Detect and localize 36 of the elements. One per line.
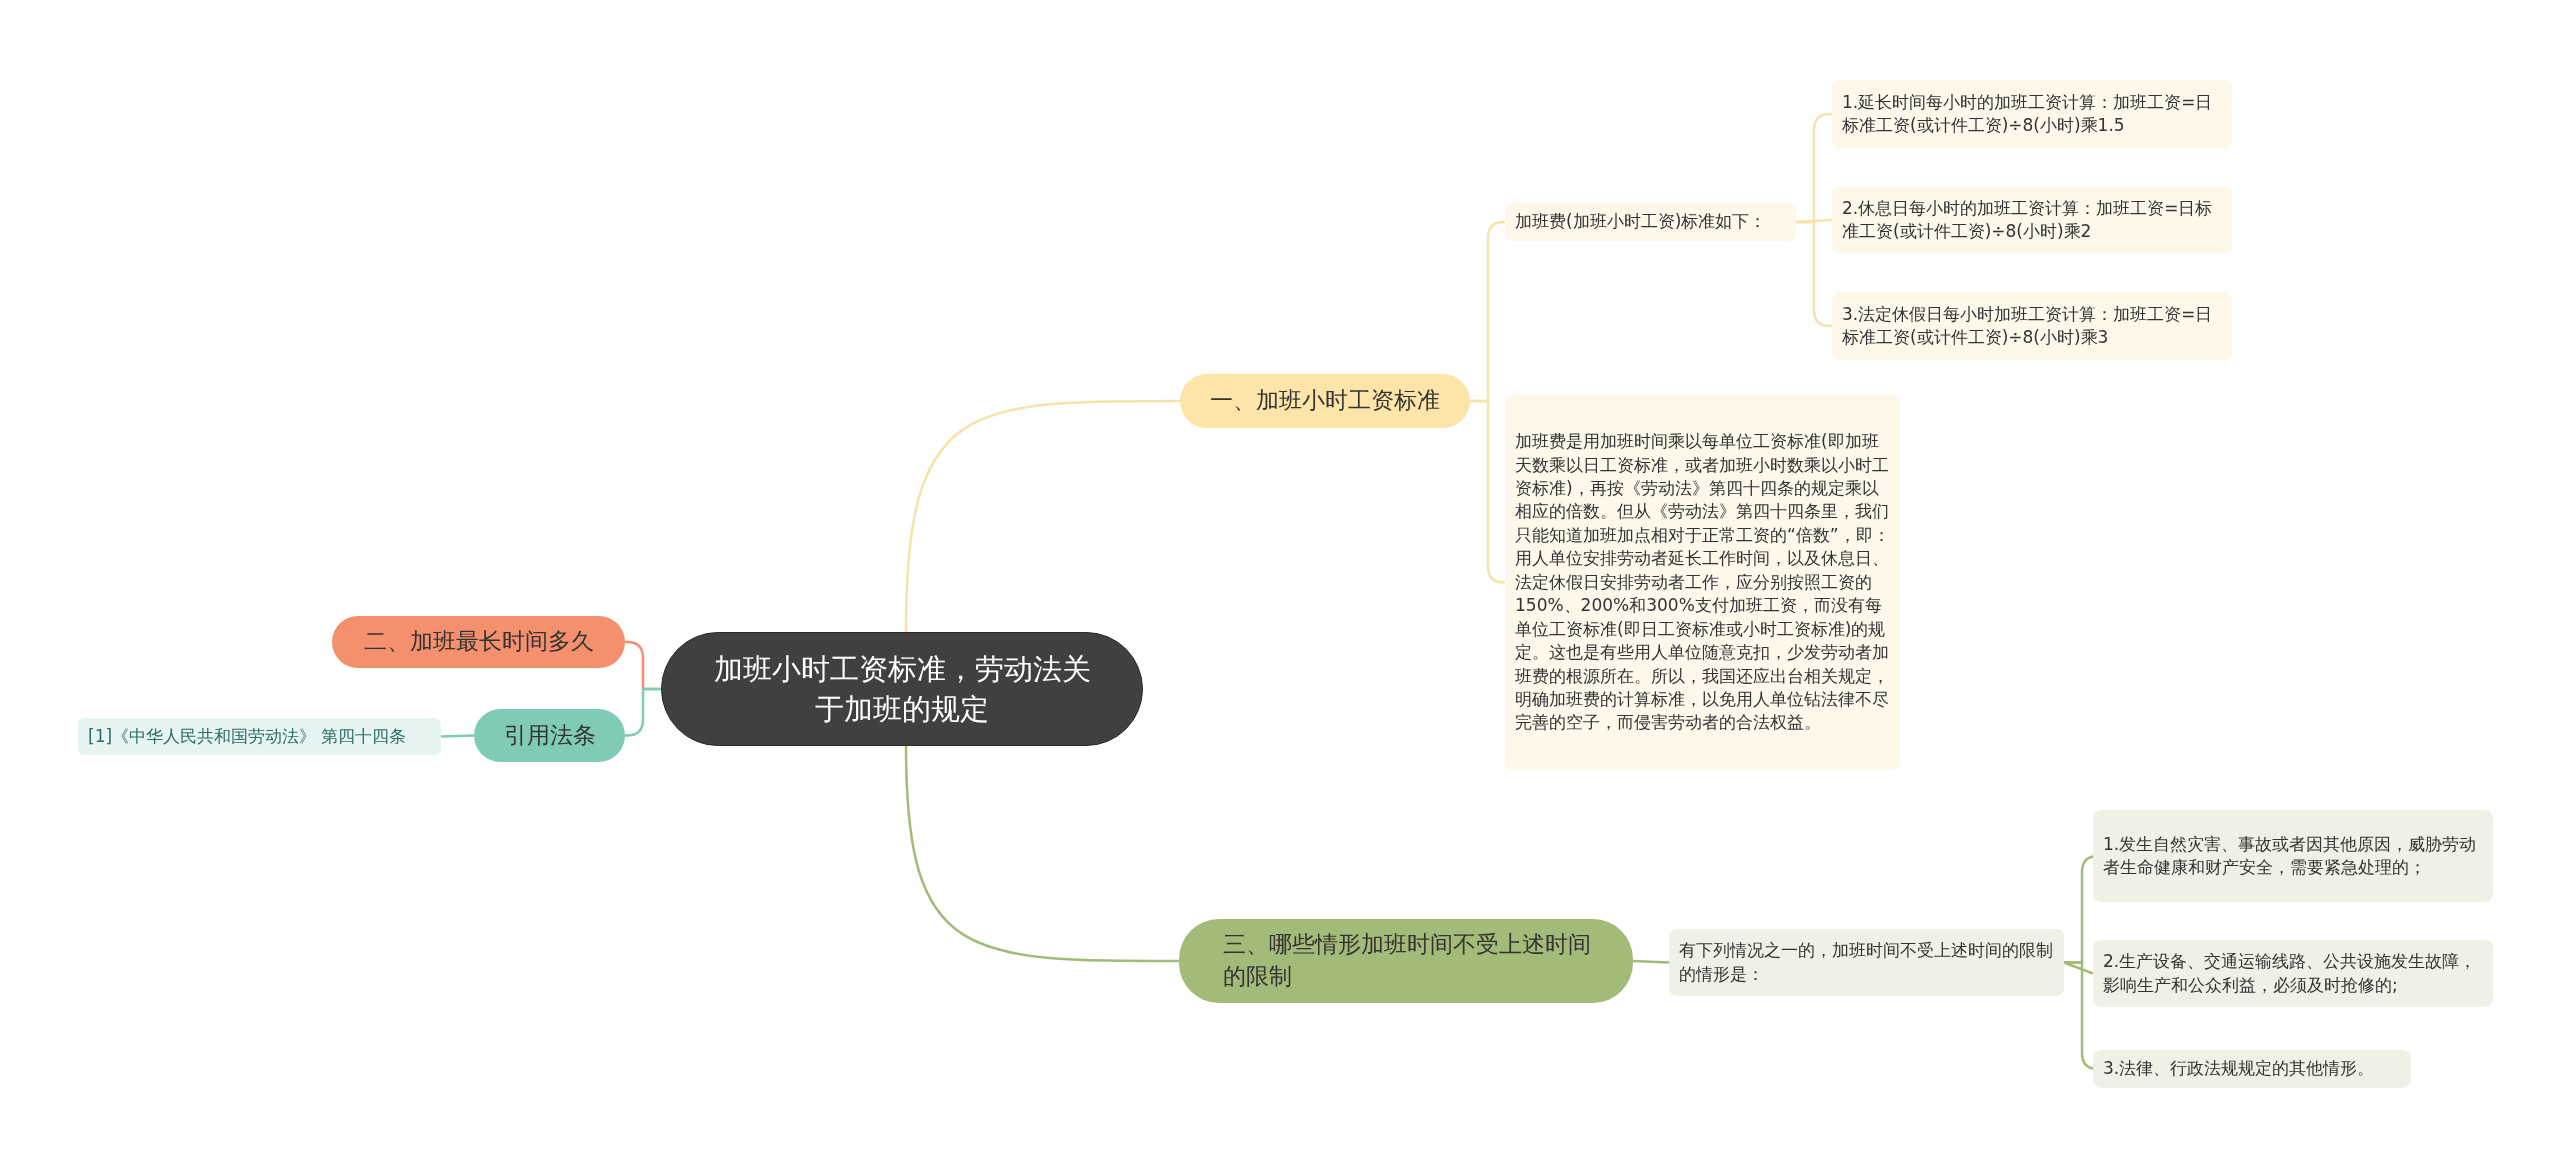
connector-line <box>2063 961 2094 975</box>
text-card <box>1669 929 2064 996</box>
topic-text: 2.休息日每小时的加班工资计算：加班工资=日标准工资(或计件工资)÷8(小时)乘2 <box>1842 196 2214 243</box>
topic-text: 引用法条 <box>503 720 596 750</box>
text-card <box>1505 203 1796 241</box>
text-card <box>2093 810 2493 902</box>
topic-text: 二、加班最长时间多久 <box>363 627 594 657</box>
topic-text: 有下列情况之一的，加班时间不受上述时间的限制的情形是： <box>1679 939 2054 986</box>
connector-line <box>1632 959 1670 964</box>
topic-text: 加班费(加班小时工资)标准如下： <box>1515 210 1767 234</box>
topic-pill <box>1180 374 1470 428</box>
connector-line <box>1470 399 1506 584</box>
connector-line <box>1796 220 1832 328</box>
topic-text: 3.法定休假日每小时加班工资计算：加班工资=日标准工资(或计件工资)÷8(小时)乘3 <box>1842 302 2214 349</box>
topic-text: 加班费是用加班时间乘以每单位工资标准(即加班天数乘以日工资标准，或者加班小时数乘以小时工资标准)，再按《劳动法》第四十四条的规定乘以相应的倍数。但从《劳动法》第四十四条里，我们只能知道加班加点相对于正常工资的“倍数”，即：用人单位安排劳动者延长工作时间，以及休息日、法定休假日安排劳动者工作，应分别按照工资的150%、200%和300%支付加班工资，而没有每单位工资标准(即日工资标准或小时工资标准)的规定。这也是有些用人单位随意克扣，少发劳动者加班费的根源所在。所以，我国还应出台相关规定，明确加班费的计算标准，以免用人单位钻法律不尽完善的空子，而侵害劳动者的合法权益。 <box>1515 430 1890 735</box>
topic-text: 2.生产设备、交通运输线路、公共设施发生故障，影响生产和公众利益，必须及时抢修的; <box>2103 950 2478 997</box>
connector-line <box>904 399 1180 633</box>
text-card <box>1505 395 1900 770</box>
connector-line <box>625 687 661 737</box>
connector-line <box>904 745 1179 963</box>
text-card <box>78 718 441 755</box>
text-card <box>1832 292 2232 360</box>
text-card <box>2093 940 2493 1007</box>
topic-text: 加班小时工资标准，劳动法关于加班的规定 <box>712 651 1092 728</box>
topic-text: 三、哪些情形加班时间不受上述时间的限制 <box>1223 930 1592 991</box>
topic-text: 一、加班小时工资标准 <box>1210 386 1440 416</box>
text-card <box>1832 80 2232 148</box>
topic-text: 1.延长时间每小时的加班工资计算：加班工资=日标准工资(或计件工资)÷8(小时)乘1.5 <box>1842 90 2214 137</box>
topic-text: [1]《中华人民共和国劳动法》 第四十四条 <box>88 724 407 748</box>
text-card <box>2093 1050 2411 1088</box>
topic-pill <box>474 709 625 762</box>
topic-text: 3.法律、行政法规规定的其他情形。 <box>2103 1057 2375 1081</box>
topic-text: 1.发生自然灾害、事故或者因其他原因，威胁劳动者生命健康和财产安全，需要紧急处理的； <box>2103 832 2478 879</box>
topic-pill <box>332 616 625 668</box>
text-card <box>1832 186 2232 254</box>
connector-line <box>440 734 475 738</box>
